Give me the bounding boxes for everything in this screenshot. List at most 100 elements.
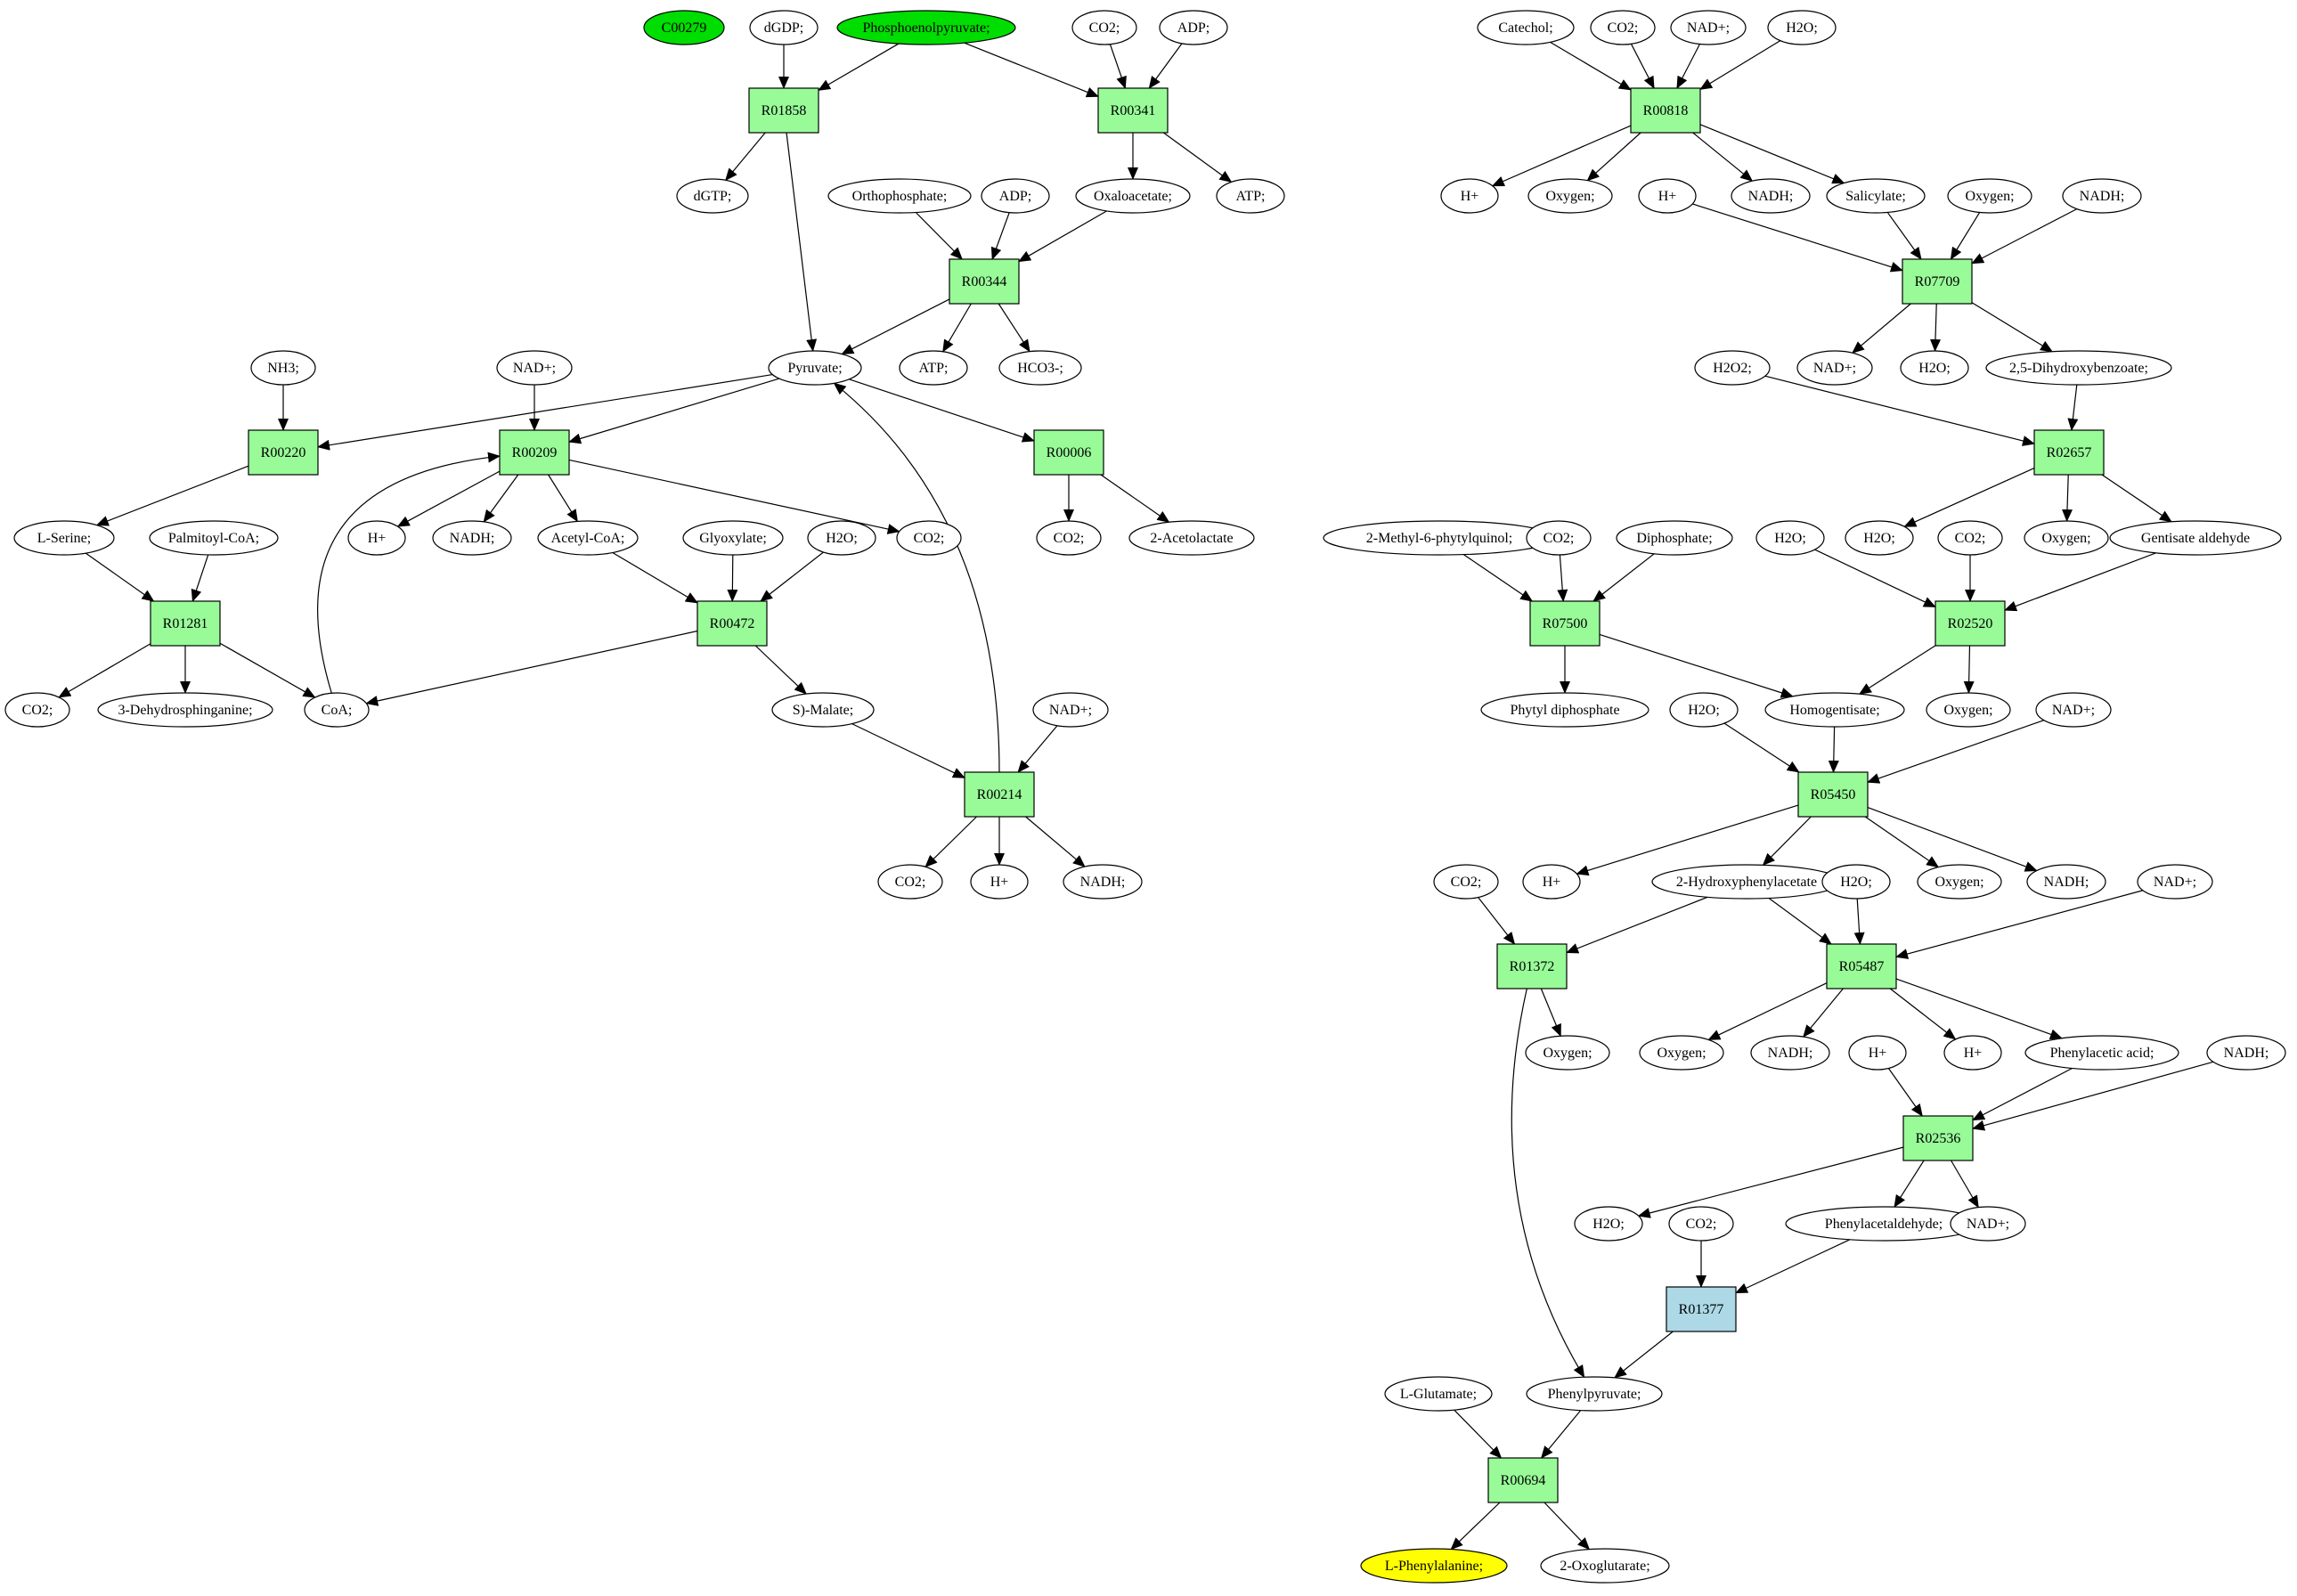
compound-node-l_h2o2[interactable]: H2O2; (1694, 350, 1771, 386)
compound-node-l_oxoglut[interactable]: 2-Oxoglutarate; (1540, 1548, 1670, 1584)
compound-node-l_phald[interactable]: Phenylacetaldehyde; (1785, 1206, 1983, 1242)
compound-node-c00279[interactable]: C00279 (643, 10, 725, 45)
compound-node-l_co2_a[interactable]: CO2; (1071, 10, 1137, 45)
compound-node-l_dgdp[interactable]: dGDP; (749, 10, 819, 45)
compound-node-l_phpyr[interactable]: Phenylpyruvate; (1526, 1376, 1663, 1412)
compound-node-l_dhb[interactable]: 2,5-Dihydroxybenzoate; (1985, 350, 2172, 386)
compound-node-l_oxygen_b[interactable]: Oxygen; (1947, 178, 2032, 214)
compound-node-l_h_g[interactable]: H+ (1943, 1035, 2002, 1071)
compound-node-l_glyox[interactable]: Glyoxylate; (682, 520, 784, 556)
compound-node-l_dgtp[interactable]: dGTP; (676, 178, 749, 214)
reaction-node-r02520[interactable]: R02520 (1935, 600, 2006, 647)
compound-node-lphe[interactable]: L-Phenylalanine; (1360, 1548, 1508, 1584)
reaction-node-r05450[interactable]: R05450 (1797, 771, 1869, 818)
compound-node-l_co2_h[interactable]: CO2; (1937, 520, 2003, 556)
compound-node-l_malate[interactable]: S)-Malate; (771, 692, 875, 728)
compound-node-l_2hpa[interactable]: 2-Hydroxyphenylacetate (1651, 864, 1842, 900)
compound-node-l_nad_a[interactable]: NAD+; (496, 350, 573, 386)
compound-node-l_adp_b[interactable]: ADP; (981, 178, 1050, 214)
reaction-node-r01377[interactable]: R01377 (1666, 1286, 1737, 1332)
compound-node-l_co2_j[interactable]: CO2; (1668, 1206, 1734, 1242)
compound-node-l_phytyl[interactable]: Phytyl diphosphate (1480, 692, 1649, 728)
compound-node-l_oxygen_g[interactable]: Oxygen; (1639, 1035, 1724, 1071)
compound-node-l_catechol[interactable]: Catechol; (1477, 10, 1575, 45)
reaction-node-r07709[interactable]: R07709 (1902, 258, 1973, 305)
compound-node-l_oxygen_c[interactable]: Oxygen; (2024, 520, 2109, 556)
compound-node-l_co2_b[interactable]: CO2; (896, 520, 962, 556)
compound-node-l_h2o_e[interactable]: H2O; (1845, 520, 1914, 556)
compound-node-l_co2_f[interactable]: CO2; (1590, 10, 1656, 45)
compound-node-l_acetolac[interactable]: 2-Acetolactate (1128, 520, 1255, 556)
compound-node-l_h2o_d[interactable]: H2O; (1755, 520, 1825, 556)
compound-node-l_nad_d[interactable]: NAD+; (1796, 350, 1873, 386)
reaction-node-r00472[interactable]: R00472 (696, 600, 768, 647)
compound-node-l_lglu[interactable]: L-Glutamate; (1384, 1376, 1493, 1412)
compound-node-l_h_b[interactable]: H+ (970, 864, 1029, 900)
compound-node-l_hco3[interactable]: HCO3-; (998, 350, 1082, 386)
reaction-node-r01281[interactable]: R01281 (150, 600, 221, 647)
compound-node-l_atp_b[interactable]: ATP; (899, 350, 968, 386)
reaction-node-r00220[interactable]: R00220 (248, 429, 319, 476)
compound-node-l_h_a[interactable]: H+ (347, 520, 406, 556)
compound-node-l_nadh_g[interactable]: NADH; (2206, 1035, 2286, 1071)
reaction-node-r00818[interactable]: R00818 (1630, 87, 1701, 134)
compound-node-l_oxygen_a[interactable]: Oxygen; (1527, 178, 1613, 214)
compound-node-l_nadh_f[interactable]: NADH; (1750, 1035, 1830, 1071)
reaction-node-r07500[interactable]: R07500 (1529, 600, 1601, 647)
compound-node-l_nh3[interactable]: NH3; (250, 350, 316, 386)
compound-node-l_salicylate[interactable]: Salicylate; (1826, 178, 1926, 214)
compound-node-l_atp_a[interactable]: ATP; (1216, 178, 1285, 214)
compound-node-l_nadh_e[interactable]: NADH; (2026, 864, 2106, 900)
compound-node-l_palm[interactable]: Palmitoyl-CoA; (149, 520, 279, 556)
reaction-node-r00694[interactable]: R00694 (1487, 1457, 1559, 1503)
compound-node-l_nad_c[interactable]: NAD+; (1670, 10, 1747, 45)
compound-node-l_oxalo[interactable]: Oxaloacetate; (1075, 178, 1191, 214)
compound-node-l_nadh_a[interactable]: NADH; (432, 520, 512, 556)
compound-node-l_lserine[interactable]: L-Serine; (13, 520, 115, 556)
compound-node-l_nadh_d[interactable]: NADH; (2062, 178, 2142, 214)
compound-node-l_diphos[interactable]: Diphosphate; (1616, 520, 1733, 556)
compound-node-l_dehydro[interactable]: 3-Dehydrosphinganine; (97, 692, 273, 728)
compound-node-l_h2o_a[interactable]: H2O; (807, 520, 876, 556)
compound-node-l_nadh_b[interactable]: NADH; (1063, 864, 1143, 900)
compound-node-l_nad_f[interactable]: NAD+; (2137, 864, 2213, 900)
compound-node-l_co2_d[interactable]: CO2; (4, 692, 70, 728)
compound-node-l_adp_a[interactable]: ADP; (1159, 10, 1228, 45)
compound-node-pep[interactable]: Phosphoenolpyruvate; (836, 10, 1016, 45)
compound-node-l_ortho[interactable]: Orthophosphate; (827, 178, 972, 214)
compound-node-l_oxygen_f[interactable]: Oxygen; (1525, 1035, 1610, 1071)
compound-node-l_gentisald[interactable]: Gentisate aldehyde (2109, 520, 2282, 556)
compound-node-l_h_f[interactable]: H+ (1848, 1035, 1907, 1071)
reaction-node-r00214[interactable]: R00214 (964, 771, 1035, 818)
compound-node-l_nad_b[interactable]: NAD+; (1032, 692, 1109, 728)
reaction-node-r02536[interactable]: R02536 (1902, 1115, 1974, 1161)
compound-node-l_coa[interactable]: CoA; (304, 692, 370, 728)
compound-node-l_pyruvate[interactable]: Pyruvate; (768, 350, 862, 386)
compound-node-l_nadh_c[interactable]: NADH; (1731, 178, 1811, 214)
compound-node-l_mpq[interactable]: 2-Methyl-6-phytylquinol; (1323, 520, 1556, 556)
compound-node-l_oxygen_d[interactable]: Oxygen; (1926, 692, 2011, 728)
compound-node-l_h2o_b[interactable]: H2O; (1767, 10, 1837, 45)
compound-node-l_co2_i[interactable]: CO2; (1433, 864, 1499, 900)
compound-node-l_co2_c[interactable]: CO2; (1036, 520, 1102, 556)
compound-node-l_h2o_g[interactable]: H2O; (1821, 864, 1891, 900)
compound-node-l_phacid[interactable]: Phenylacetic acid; (2024, 1035, 2179, 1071)
compound-node-l_co2_g[interactable]: CO2; (1526, 520, 1592, 556)
compound-node-l_nad_g[interactable]: NAD+; (1950, 1206, 2026, 1242)
compound-node-l_h_d[interactable]: H+ (1638, 178, 1697, 214)
compound-node-l_homogent[interactable]: Homogentisate; (1764, 692, 1905, 728)
compound-node-l_h2o_h[interactable]: H2O; (1574, 1206, 1643, 1242)
compound-node-l_co2_e[interactable]: CO2; (877, 864, 943, 900)
reaction-node-r01372[interactable]: R01372 (1496, 943, 1568, 989)
compound-node-l_nad_e[interactable]: NAD+; (2035, 692, 2112, 728)
reaction-node-r00209[interactable]: R00209 (499, 429, 570, 476)
compound-node-l_h_c[interactable]: H+ (1440, 178, 1499, 214)
compound-node-l_h2o_c[interactable]: H2O; (1900, 350, 1969, 386)
compound-node-l_acetyl[interactable]: Acetyl-CoA; (537, 520, 639, 556)
reaction-node-r02657[interactable]: R02657 (2033, 429, 2105, 476)
reaction-node-r05487[interactable]: R05487 (1826, 943, 1897, 989)
compound-node-l_oxygen_e[interactable]: Oxygen; (1917, 864, 2002, 900)
reaction-node-r00341[interactable]: R00341 (1097, 87, 1169, 134)
reaction-node-r01858[interactable]: R01858 (748, 87, 819, 134)
compound-node-l_h_e[interactable]: H+ (1522, 864, 1581, 900)
